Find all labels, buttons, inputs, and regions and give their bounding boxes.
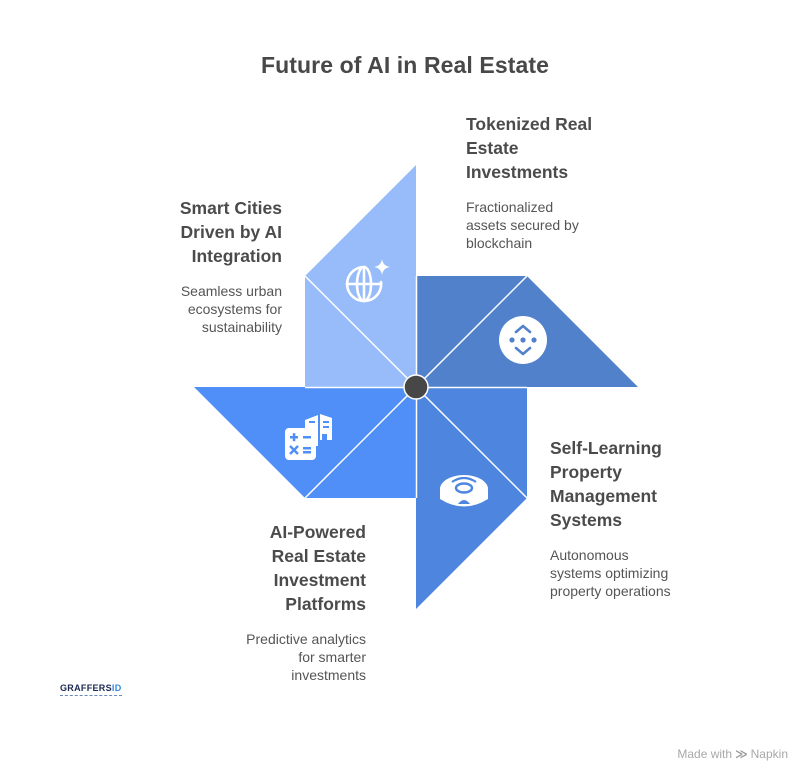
globe-sparkle-icon (345, 259, 390, 303)
graffersid-logo: GRAFFERSID (60, 683, 122, 698)
made-with-napkin: Made with≫Napkin (677, 747, 788, 761)
calculator-building-icon (285, 414, 332, 460)
blockchain-token-icon (499, 316, 547, 364)
blade-smart-cities (304, 165, 417, 388)
robot-vacuum-icon (440, 475, 488, 507)
diagram-title: Future of AI in Real Estate (260, 52, 550, 78)
pinwheel-hub (403, 374, 429, 400)
napkin-icon: ≫ (735, 747, 748, 761)
logo-tagline (60, 695, 122, 698)
